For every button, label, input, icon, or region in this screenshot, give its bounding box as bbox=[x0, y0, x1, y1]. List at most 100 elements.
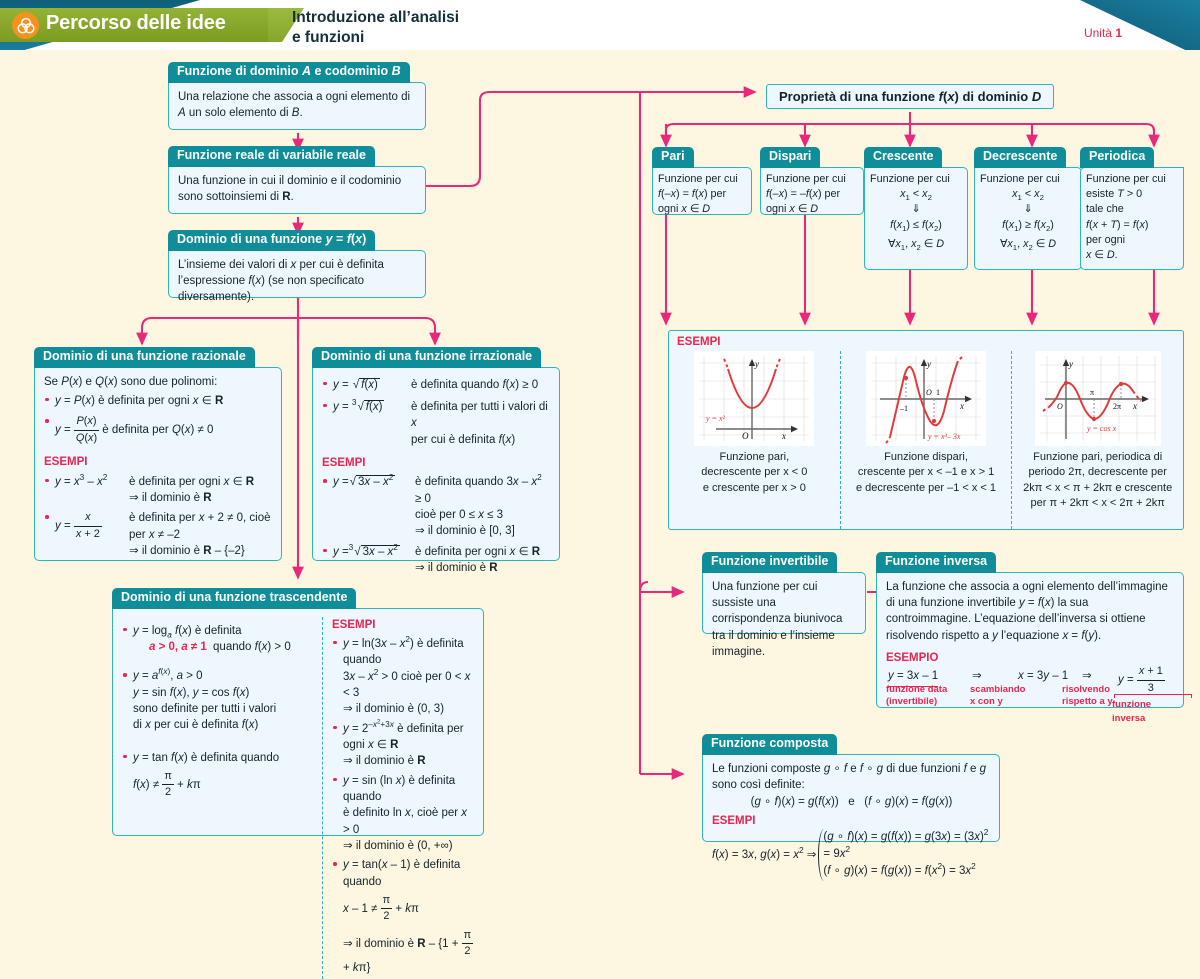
box-funzione-invertibile: Funzione invertibile Una funzione per cu… bbox=[702, 552, 866, 658]
step-1: y = 3x – 1 bbox=[888, 668, 939, 687]
box-title: Proprietà di una funzione f(x) di domini… bbox=[779, 89, 1042, 104]
step-3-note: funzione inversa bbox=[1112, 699, 1152, 724]
svg-text:O: O bbox=[926, 388, 932, 397]
box-title: Periodica bbox=[1080, 147, 1155, 168]
list-item: y = af(x), a > 0 y = sin f(x), y = cos f… bbox=[122, 668, 314, 733]
box-body: Una relazione che associa a ogni element… bbox=[168, 81, 426, 130]
condition-3: ∀x1, x2 ∈ D bbox=[999, 237, 1057, 253]
svg-text:1: 1 bbox=[936, 388, 940, 397]
box-funzione-inversa: Funzione inversa La funzione che associa… bbox=[876, 552, 1192, 724]
graph-cosine: y x O π 2π y = cos x bbox=[1034, 351, 1161, 446]
arrow-1-note: scambiando x con y bbox=[970, 684, 1026, 708]
box-body: La funzione che associa a ogni elemento … bbox=[876, 571, 1192, 724]
example-column-periodica: y x O π 2π y = cos x Funzione pari, peri… bbox=[1011, 351, 1183, 529]
list-item: y =3√3x – x2 è definita per ogni x ∈ R⇒ … bbox=[322, 543, 551, 577]
box-dominio-razionale: Dominio di una funzione razionale Se P(x… bbox=[34, 347, 282, 562]
list-item: y =√3x – x2 è definita quando 3x – x2 ≥ … bbox=[322, 474, 551, 539]
example-list: y = x3 – x2 è definita per ogni x ∈ R⇒ i… bbox=[44, 473, 273, 560]
box-title: Dominio di una funzione trascendente bbox=[112, 588, 357, 609]
example-column-dispari: y x O 1 –1 y = x³– 3x Funzione dispari, … bbox=[839, 351, 1012, 529]
svg-text:y = cos x: y = cos x bbox=[1086, 424, 1117, 433]
svg-text:y = x³– 3x: y = x³– 3x bbox=[927, 432, 961, 441]
given-functions: f(x) = 3x, g(x) = x2 ⇒ bbox=[712, 845, 817, 861]
list-item: y = tan(x – 1) è definita quando x – 1 ≠… bbox=[332, 857, 475, 976]
list-item: y = P(x)Q(x) è definita per Q(x) ≠ 0 bbox=[44, 414, 273, 446]
inverse-example-steps: y = 3x – 1 funzione data (invertibile) ⇒… bbox=[886, 665, 1192, 724]
list-item: y = P(x) è definita per ogni x ∈ R bbox=[44, 393, 273, 409]
intro-text: Se P(x) e Q(x) sono due polinomi: bbox=[44, 375, 218, 388]
list-item: y = √f(x) è definita quando f(x) ≥ 0 bbox=[322, 377, 551, 393]
esempi-label: ESEMPI bbox=[44, 456, 88, 469]
box-body: Funzione per cui x1 < x2 ⇓ f(x1) ≤ f(x2)… bbox=[864, 166, 968, 270]
svg-text:y: y bbox=[1068, 359, 1073, 369]
header-green-banner bbox=[0, 8, 290, 42]
svg-text:x: x bbox=[959, 401, 964, 411]
example-caption: Funzione pari, decrescente per x < 0 e c… bbox=[701, 451, 808, 494]
step-3-brace bbox=[1114, 694, 1192, 699]
box-title: Dominio di una funzione razionale bbox=[34, 347, 255, 368]
condition-2: f(x1) ≥ f(x2) bbox=[1002, 218, 1054, 233]
box-body: Se P(x) e Q(x) sono due polinomi: y = P(… bbox=[34, 366, 282, 561]
two-column-layout: y = loga f(x) è definita a > 0, a ≠ 1 qu… bbox=[122, 616, 475, 979]
intro-text: Funzione per cui bbox=[980, 172, 1060, 185]
definition-text: La funzione che associa a ogni elemento … bbox=[886, 580, 1168, 642]
header-bottom-strip bbox=[0, 50, 1200, 57]
svg-text:y: y bbox=[926, 359, 931, 369]
system-line-2: (f ∘ g)(x) = f(g(x)) = f(x2) = 3x2 bbox=[823, 862, 976, 878]
esempi-label: ESEMPI bbox=[677, 336, 721, 348]
system-line-1: (g ∘ f)(x) = g(f(x)) = g(3x) = (3x)2 = 9… bbox=[823, 828, 989, 861]
graph-parabola: y x O y = x² bbox=[694, 351, 815, 446]
box-body: Funzione per cui x1 < x2 ⇓ f(x1) ≥ f(x2)… bbox=[974, 166, 1082, 270]
svg-text:2π: 2π bbox=[1113, 402, 1121, 411]
box-funzione-composta: Funzione composta Le funzioni composte g… bbox=[702, 734, 1000, 881]
rule-list: y = P(x) è definita per ogni x ∈ R y = P… bbox=[44, 393, 273, 446]
box-title: Funzione composta bbox=[702, 734, 838, 755]
svg-text:O: O bbox=[742, 431, 749, 441]
examples-panel: ESEMPI y x O y = x² Funzione pari, d bbox=[668, 330, 1184, 530]
composition-example: f(x) = 3x, g(x) = x2 ⇒ (g ∘ f)(x) = g(f(… bbox=[712, 828, 991, 881]
graph-cubic: y x O 1 –1 y = x³– 3x bbox=[866, 351, 986, 446]
example-caption: Funzione dispari, crescente per x < –1 e… bbox=[855, 451, 997, 494]
box-title: Dominio di una funzione y = f(x) bbox=[168, 230, 376, 251]
box-dominio-irrazionale: Dominio di una funzione irrazionale y = … bbox=[312, 347, 560, 574]
box-decrescente: Decrescente Funzione per cui x1 < x2 ⇓ f… bbox=[974, 147, 1082, 271]
box-title: Funzione di dominio A e codominio B bbox=[168, 62, 410, 83]
unit-badge: Unità 1 bbox=[1084, 26, 1122, 40]
box-title: Dominio di una funzione irrazionale bbox=[312, 347, 542, 368]
step-1-note: funzione data (invertibile) bbox=[886, 684, 948, 708]
composition-formula: (g ∘ f)(x) = g(f(x)) e (f ∘ g)(x) = f(g(… bbox=[750, 796, 953, 809]
box-body: y = loga f(x) è definita a > 0, a ≠ 1 qu… bbox=[112, 607, 484, 979]
system-brace: (g ∘ f)(x) = g(f(x)) = g(3x) = (3x)2 = 9… bbox=[818, 828, 991, 881]
condition-3: ∀x1, x2 ∈ D bbox=[887, 237, 945, 253]
rule-list: y = √f(x) è definita quando f(x) ≥ 0 y =… bbox=[322, 377, 551, 448]
condition-1: x1 < x2 bbox=[900, 187, 932, 203]
box-title: Funzione invertibile bbox=[702, 552, 838, 573]
column-examples: ESEMPI y = ln(3x – x2) è definita quando… bbox=[322, 616, 475, 979]
box-crescente: Crescente Funzione per cui x1 < x2 ⇓ f(x… bbox=[864, 147, 968, 271]
svg-text:x: x bbox=[781, 431, 786, 441]
condition-2: f(x1) ≤ f(x2) bbox=[890, 218, 942, 233]
esempi-label: ESEMPI bbox=[712, 814, 756, 827]
box-dominio-trascendente: Dominio di una funzione trascendente y =… bbox=[112, 588, 484, 979]
svg-text:O: O bbox=[1057, 402, 1063, 411]
arrow-2: ⇒ bbox=[1082, 670, 1092, 683]
box-title: Pari bbox=[652, 147, 694, 168]
box-reale-variabile-reale: Funzione reale di variabile reale Una fu… bbox=[168, 146, 426, 215]
box-title: Dispari bbox=[760, 147, 821, 168]
condition-1: x1 < x2 bbox=[1012, 187, 1044, 203]
svg-text:y: y bbox=[754, 359, 759, 369]
esempi-label: ESEMPI bbox=[332, 618, 376, 631]
box-body: y = √f(x) è definita quando f(x) ≥ 0 y =… bbox=[312, 366, 560, 574]
implication-arrow: ⇓ bbox=[1023, 203, 1033, 216]
box-dominio-codominio: Funzione di dominio A e codominio B Una … bbox=[168, 62, 426, 131]
